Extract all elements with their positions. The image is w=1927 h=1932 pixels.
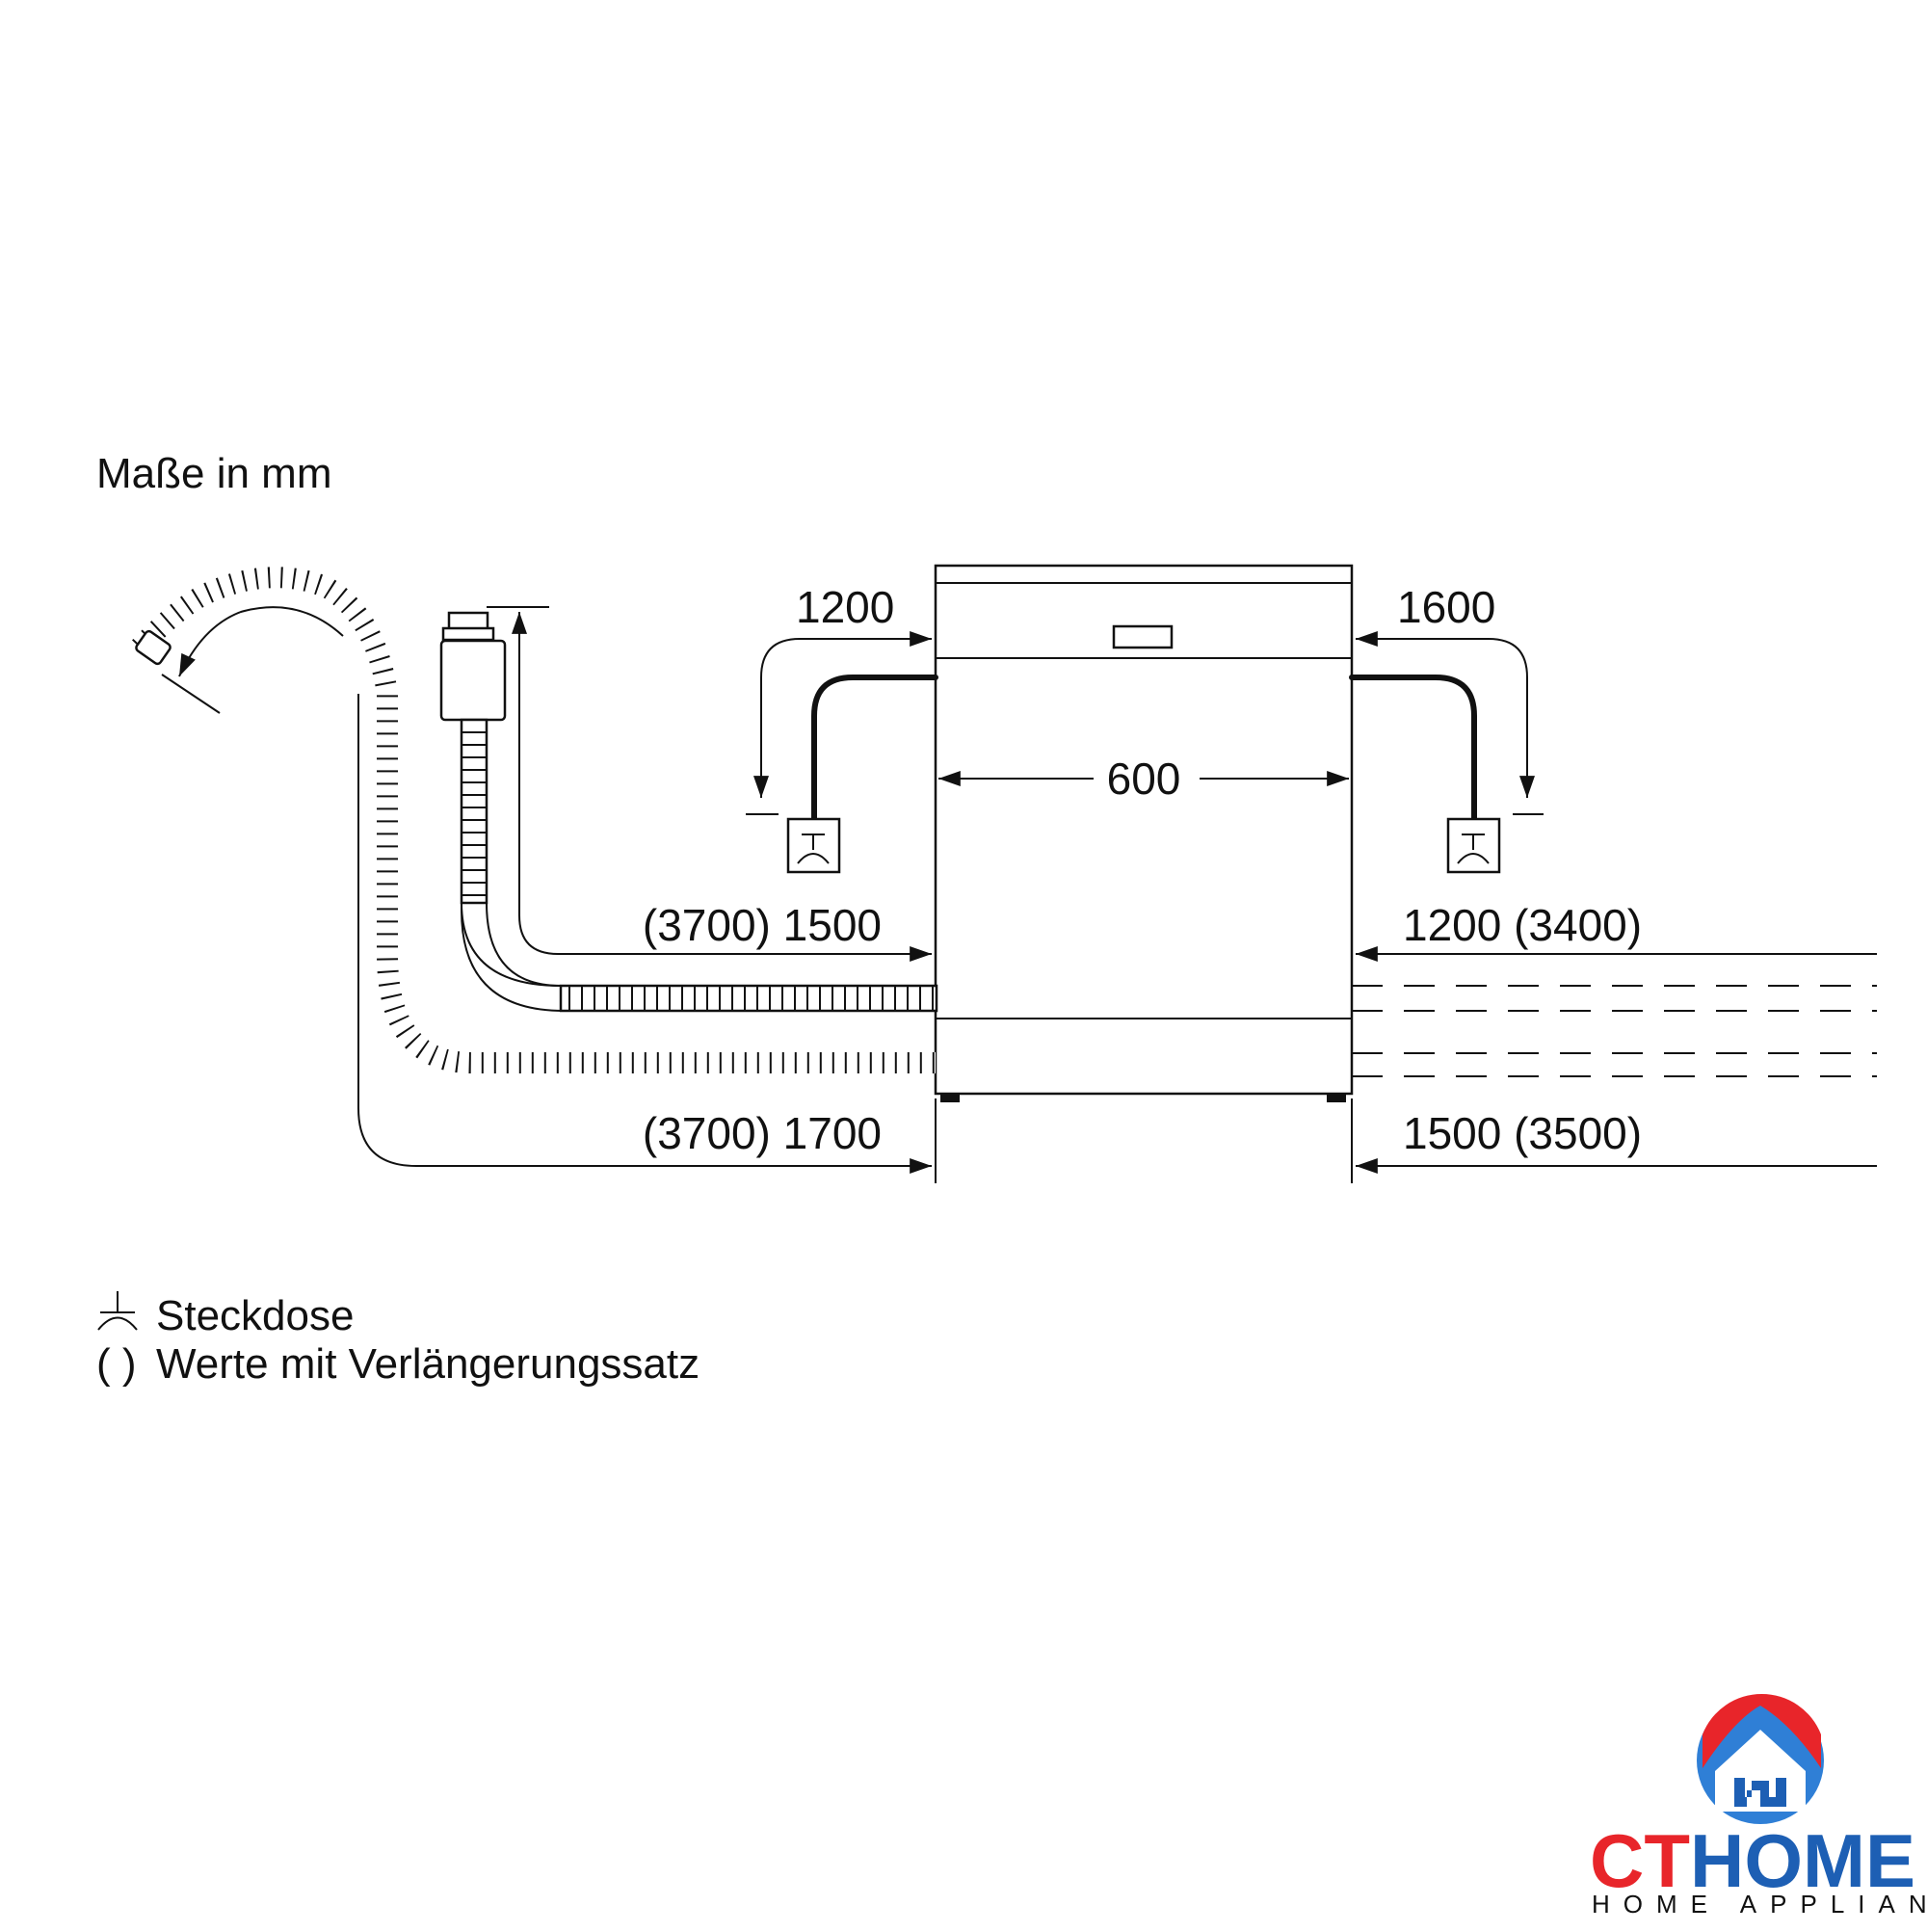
drain-right-label: 1500 (3500) xyxy=(1403,1108,1642,1158)
legend-bracket: Werte mit Verlängerungssatz xyxy=(156,1340,700,1388)
units-title: Maße in mm xyxy=(96,450,331,497)
cthome-logo: CTHOME HOME APPLIANCES xyxy=(1590,1693,1927,1919)
inlet-right-label: 1200 (3400) xyxy=(1403,900,1642,950)
water-inlet-hose: (3700) 1500 xyxy=(439,606,938,1013)
legend-bracket-symbol: ( ) xyxy=(96,1340,137,1388)
legend: Steckdose ( ) Werte mit Verlängerungssat… xyxy=(96,1291,700,1388)
legend-socket: Steckdose xyxy=(156,1292,354,1339)
right-foot xyxy=(1327,1094,1346,1102)
cable-left-label: 1200 xyxy=(796,582,894,632)
socket-legend-icon xyxy=(97,1291,138,1331)
home-icon xyxy=(1734,1778,1786,1807)
width-dimension: 600 xyxy=(938,754,1350,804)
right-hose-paths: 1200 (3400) 1500 (3500) xyxy=(1352,900,1877,1174)
socket-icon xyxy=(1457,834,1490,864)
logo-ct: CTHOME xyxy=(1590,1818,1915,1903)
control-panel-display xyxy=(1112,624,1174,649)
dishwasher-front xyxy=(934,564,1354,1102)
inlet-left-label: (3700) 1500 xyxy=(643,900,882,950)
drain-hose: (3700) 1700 xyxy=(132,567,936,1174)
aquastop-valve xyxy=(439,639,507,722)
left-power-cable: 1200 xyxy=(746,582,938,874)
cable-right-label: 1600 xyxy=(1397,582,1495,632)
right-power-cable: 1600 xyxy=(1349,582,1544,874)
logo-subtitle: HOME APPLIANCES xyxy=(1592,1890,1927,1919)
drain-left-label: (3700) 1700 xyxy=(643,1108,882,1158)
width-label: 600 xyxy=(1107,754,1181,804)
left-foot xyxy=(940,1094,960,1102)
